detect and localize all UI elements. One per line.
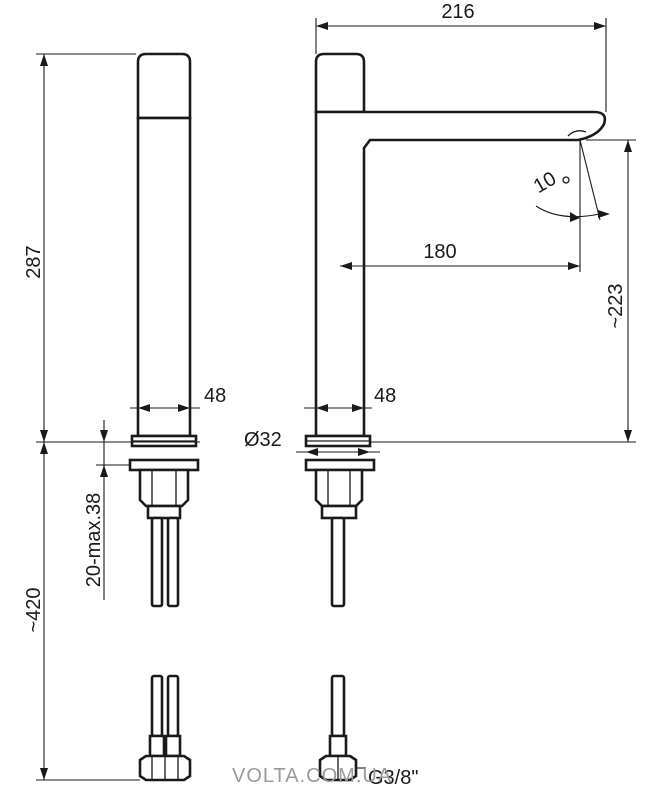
- front-connector-right: [164, 734, 182, 758]
- dim-deck-thickness: 20-max.38: [83, 420, 130, 600]
- dim-thread: G3/8": [356, 767, 418, 789]
- label-spout-reach: 216: [441, 1, 474, 23]
- dim-side-width: 48: [304, 385, 396, 412]
- dim-outlet-height: ~223: [370, 139, 636, 443]
- dim-inner-reach: 180: [340, 140, 581, 272]
- label-front-width: 48: [204, 385, 226, 407]
- side-washer: [304, 458, 376, 472]
- dim-spout-reach: 216: [315, 1, 607, 112]
- front-lever-handle: [136, 52, 192, 120]
- label-deck-thickness: 20-max.38: [83, 493, 105, 588]
- dim-spout-angle: 10: [530, 139, 610, 222]
- front-view: [128, 52, 200, 782]
- dim-overall-height: 287: [23, 53, 136, 442]
- front-hose-right-lower: [166, 674, 180, 738]
- side-hose-lower: [330, 674, 346, 738]
- label-hose-length: ~420: [23, 587, 45, 632]
- watermark: VOLTA.COM.UA: [232, 765, 392, 787]
- front-hose-right: [166, 516, 180, 608]
- dim-front-width: 48: [130, 385, 226, 412]
- front-stud: [146, 504, 182, 520]
- side-nut: [314, 468, 364, 508]
- side-outlet: [567, 130, 587, 137]
- front-connector-left: [148, 734, 166, 758]
- side-spout-body: [314, 110, 607, 438]
- side-hose: [330, 516, 346, 608]
- dim-base-diameter: Ø32: [244, 429, 380, 456]
- label-inner-reach: 180: [423, 241, 456, 263]
- label-side-width: 48: [374, 385, 396, 407]
- label-thread: G3/8": [368, 767, 418, 789]
- label-spout-angle: 10: [530, 168, 560, 198]
- side-connector: [328, 734, 348, 758]
- side-lever-handle: [314, 52, 366, 114]
- front-hose-left-lower: [150, 674, 164, 738]
- front-nut: [138, 468, 190, 508]
- side-stud: [320, 504, 358, 520]
- label-overall-height: 287: [23, 245, 45, 278]
- label-outlet-height: ~223: [605, 283, 627, 328]
- side-view: [304, 52, 607, 782]
- label-base-diameter: Ø32: [244, 429, 282, 451]
- front-hose-left: [150, 516, 164, 608]
- front-washer: [128, 458, 200, 472]
- front-body-column: [136, 116, 192, 438]
